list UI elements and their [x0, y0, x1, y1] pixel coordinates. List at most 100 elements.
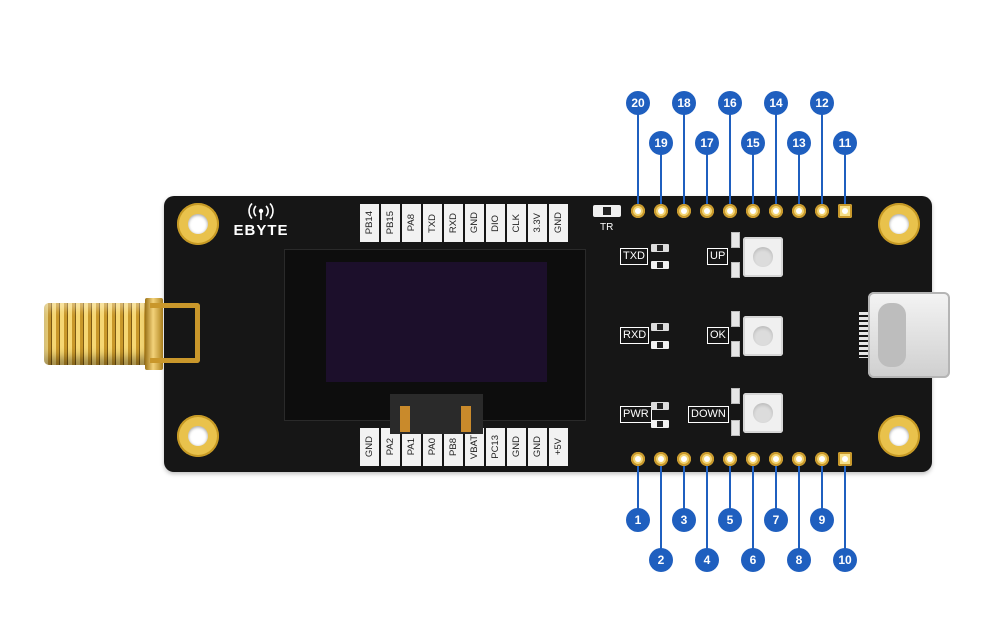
callout-leader [821, 112, 823, 204]
mounting-hole-bottom-right [878, 415, 920, 457]
header-pad [769, 204, 783, 218]
header-pad [746, 452, 760, 466]
pin-label: GND [360, 428, 379, 466]
pin-callout-15: 15 [741, 131, 765, 155]
bottom-pin-label-strip: GND PA2 PA1 PA0 PB8 VBAT PC13 GND GND +5… [360, 428, 568, 466]
callout-leader [821, 466, 823, 510]
brand-logo: EBYTE [233, 222, 289, 239]
pin-callout-12: 12 [810, 91, 834, 115]
usb-c-opening [878, 303, 906, 367]
pin-label: TXD [423, 204, 442, 242]
pin-label: 3.3V [528, 204, 547, 242]
rxd-led [651, 341, 669, 349]
flex-cable-tab [400, 406, 410, 432]
callout-leader [752, 148, 754, 204]
pin-callout-5: 5 [718, 508, 742, 532]
header-pad [723, 452, 737, 466]
up-smd [731, 232, 740, 248]
up-label: UP [707, 248, 729, 265]
header-pad [654, 452, 668, 466]
txd-label: TXD [620, 248, 648, 265]
pin-label: PA1 [402, 428, 421, 466]
pin-label: GND [549, 204, 568, 242]
down-smd [731, 388, 740, 404]
up-smd [731, 262, 740, 278]
callout-leader [637, 466, 639, 510]
pin-callout-17: 17 [695, 131, 719, 155]
callout-leader [798, 466, 800, 550]
pin-callout-9: 9 [810, 508, 834, 532]
pin-label: +5V [549, 428, 568, 466]
pin-callout-3: 3 [672, 508, 696, 532]
header-pad [631, 452, 645, 466]
pin-callout-6: 6 [741, 548, 765, 572]
header-pad [769, 452, 783, 466]
txd-resistor [651, 244, 669, 252]
pin-label: PA8 [402, 204, 421, 242]
pin-callout-14: 14 [764, 91, 788, 115]
callout-leader [729, 466, 731, 510]
pwr-led [651, 420, 669, 428]
header-pad [815, 204, 829, 218]
header-pad [792, 204, 806, 218]
header-pad [815, 452, 829, 466]
pin-label: VBAT [465, 428, 484, 466]
pin-label: CLK [507, 204, 526, 242]
header-pad [792, 452, 806, 466]
callout-leader [752, 466, 754, 550]
callout-leader [683, 112, 685, 204]
pin-label: PA2 [381, 428, 400, 466]
callout-leader [844, 466, 846, 550]
pin-label: RXD [444, 204, 463, 242]
tr-switch [593, 205, 621, 217]
down-label: DOWN [688, 406, 729, 423]
header-pad-square [838, 204, 852, 218]
up-button[interactable] [743, 237, 783, 277]
sma-connector-body [145, 298, 163, 370]
mounting-hole-top-left [177, 203, 219, 245]
pwr-resistor [651, 402, 669, 410]
sma-mount-bracket [150, 303, 200, 363]
callout-leader [775, 466, 777, 510]
pin-callout-2: 2 [649, 548, 673, 572]
pin-label: PC13 [486, 428, 505, 466]
header-pad [700, 204, 714, 218]
txd-led [651, 261, 669, 269]
callout-leader [798, 148, 800, 204]
header-pad [677, 452, 691, 466]
pin-callout-16: 16 [718, 91, 742, 115]
ok-smd [731, 311, 740, 327]
pin-callout-8: 8 [787, 548, 811, 572]
ok-smd [731, 341, 740, 357]
pin-label: PA0 [423, 428, 442, 466]
oled-screen [326, 262, 547, 382]
callout-leader [706, 466, 708, 550]
callout-leader [706, 148, 708, 204]
pin-label: GND [465, 204, 484, 242]
pin-callout-18: 18 [672, 91, 696, 115]
callout-leader [660, 466, 662, 550]
pin-callout-4: 4 [695, 548, 719, 572]
down-button[interactable] [743, 393, 783, 433]
pin-label: GND [507, 428, 526, 466]
pin-label: PB8 [444, 428, 463, 466]
mounting-hole-top-right [878, 203, 920, 245]
pin-label: GND [528, 428, 547, 466]
callout-leader [729, 112, 731, 204]
tr-label: TR [600, 222, 614, 233]
pin-callout-20: 20 [626, 91, 650, 115]
top-pin-label-strip: PB14 PB15 PA8 TXD RXD GND DIO CLK 3.3V G… [360, 204, 568, 242]
mounting-hole-bottom-left [177, 415, 219, 457]
pin-callout-11: 11 [833, 131, 857, 155]
pin-label: DIO [486, 204, 505, 242]
pin-label: PB15 [381, 204, 400, 242]
rxd-resistor [651, 323, 669, 331]
callout-leader [844, 148, 846, 204]
header-pad [700, 452, 714, 466]
header-pad [654, 204, 668, 218]
flex-cable-tab [461, 406, 471, 432]
ok-button[interactable] [743, 316, 783, 356]
pin-callout-10: 10 [833, 548, 857, 572]
header-pad [746, 204, 760, 218]
rxd-label: RXD [620, 327, 650, 344]
